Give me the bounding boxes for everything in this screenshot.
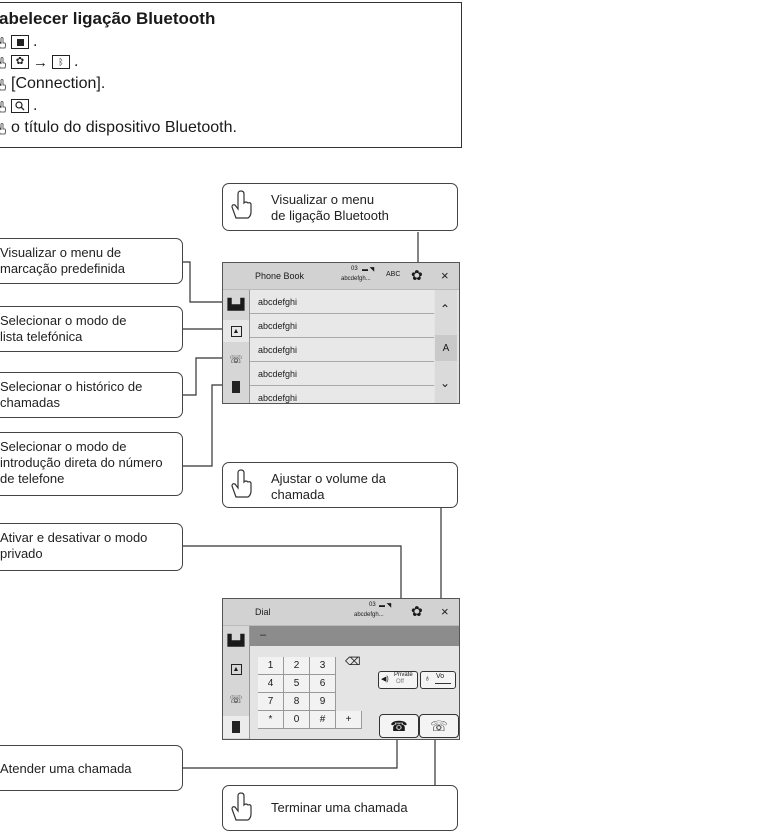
list-item[interactable]: abcdefghi <box>250 338 434 362</box>
bluetooth-icon: ᛒ <box>52 55 70 69</box>
key-4[interactable]: 4 <box>258 675 284 693</box>
number-display[interactable]: – <box>250 626 459 646</box>
status-indicator: 03 <box>351 266 358 272</box>
step-2: ✿ → ᛒ . <box>0 53 78 71</box>
close-button[interactable]: × <box>441 604 449 619</box>
callout-end-call: Terminar uma chamada <box>222 785 458 831</box>
phonebook-sidebar: ▙▟ ▲ ☏ <box>223 290 250 403</box>
private-label: Private <box>394 672 413 678</box>
call-history-icon[interactable]: ☏ <box>229 693 243 706</box>
battery-signal-icon: ▬ ◥ <box>379 603 392 609</box>
key-2[interactable]: 2 <box>284 657 310 675</box>
callout-answer: Atender uma chamada <box>0 745 183 791</box>
step-4: . <box>0 97 37 115</box>
gear-icon[interactable]: ✿ <box>411 603 423 619</box>
list-item[interactable]: abcdefghi <box>250 386 434 403</box>
gear-icon: ✿ <box>11 55 29 69</box>
screen-title: Dial <box>255 607 271 617</box>
dialpad-icon[interactable] <box>223 376 249 398</box>
chevron-up-icon[interactable]: ⌃ <box>440 302 451 316</box>
call-history-icon[interactable]: ☏ <box>229 353 243 366</box>
backspace-icon[interactable]: ⌫ <box>345 656 361 668</box>
hand-icon <box>231 469 252 498</box>
contacts-icon[interactable]: ▲ <box>223 658 249 680</box>
hand-icon <box>0 57 6 69</box>
phone-answer-icon: ☎ <box>390 717 408 734</box>
hand-icon <box>0 79 6 91</box>
private-mode-button[interactable]: ◀) Private Off <box>378 671 418 689</box>
dialpad-icon[interactable] <box>223 716 249 738</box>
status-indicator: 03 <box>369 602 376 608</box>
key-6[interactable]: 6 <box>310 675 336 693</box>
chevron-down-icon[interactable]: ⌄ <box>440 376 451 390</box>
hand-icon <box>231 190 252 219</box>
number-entry: – <box>260 629 267 641</box>
preset-dial-icon[interactable]: ▙▟ <box>227 634 245 647</box>
close-button[interactable]: × <box>441 268 449 283</box>
abc-button[interactable]: ABC <box>386 271 401 278</box>
scroll-panel: ⌃ A ⌄ <box>435 290 457 403</box>
private-state: Off <box>396 679 404 685</box>
end-call-button[interactable]: ☏ <box>419 714 459 738</box>
volume-button[interactable]: ♁ Vo <box>420 671 456 689</box>
stop-square-icon <box>11 35 29 49</box>
step-5: o título do dispositivo Bluetooth. <box>0 119 237 137</box>
key-3[interactable]: 3 <box>310 657 336 675</box>
callout-direct-entry: Selecionar o modo de introdução direta d… <box>0 432 183 496</box>
index-letter[interactable]: A <box>435 335 457 361</box>
step-1: . <box>0 33 37 51</box>
instruction-box: abelecer ligação Bluetooth . ✿ → ᛒ . [Co… <box>0 2 462 148</box>
phonebook-header: Phone Book 03 ▬ ◥ abcdefgh... ABC ✿ × <box>223 263 459 290</box>
dial-screen: Dial 03 ▬ ◥ abcdefgh... ✿ × ▙▟ ▲ ☏ – 1 2… <box>222 598 460 740</box>
step-3: [Connection]. <box>0 75 105 93</box>
callout-bt-menu: Visualizar o menu de ligação Bluetooth <box>222 183 458 231</box>
key-star[interactable]: * <box>258 711 284 729</box>
callout-volume: Ajustar o volume da chamada <box>222 462 458 508</box>
device-name: abcdefgh... <box>354 612 384 618</box>
key-7[interactable]: 7 <box>258 693 284 711</box>
screen-title: Phone Book <box>255 271 305 281</box>
battery-signal-icon: ▬ ◥ <box>362 267 375 273</box>
hand-icon <box>0 123 6 135</box>
key-8[interactable]: 8 <box>284 693 310 711</box>
callout-preset-dial: Visualizar o menu de marcação predefinid… <box>0 238 183 284</box>
phonebook-screen: Phone Book 03 ▬ ◥ abcdefgh... ABC ✿ × ▙▟… <box>222 262 460 404</box>
phone-hangup-icon: ☏ <box>430 717 448 734</box>
dial-header: Dial 03 ▬ ◥ abcdefgh... ✿ × <box>223 599 459 626</box>
key-9[interactable]: 9 <box>310 693 336 711</box>
answer-call-button[interactable]: ☎ <box>379 714 419 738</box>
search-icon <box>11 99 29 113</box>
key-0[interactable]: 0 <box>284 711 310 729</box>
callout-private: Ativar e desativar o modo privado <box>0 523 183 571</box>
key-5[interactable]: 5 <box>284 675 310 693</box>
list-item[interactable]: abcdefghi <box>250 314 434 338</box>
volume-bar <box>435 683 451 684</box>
key-plus[interactable]: + <box>336 711 362 729</box>
hand-icon <box>231 792 252 821</box>
callout-history: Selecionar o histórico de chamadas <box>0 372 183 418</box>
callout-phonebook: Selecionar o modo de lista telefónica <box>0 306 183 352</box>
list-item[interactable]: abcdefghi <box>250 290 434 314</box>
gear-icon[interactable]: ✿ <box>411 267 423 283</box>
hand-icon <box>0 37 6 49</box>
device-name: abcdefgh... <box>341 276 371 282</box>
preset-dial-icon[interactable]: ▙▟ <box>227 298 245 311</box>
instruction-title: abelecer ligação Bluetooth <box>0 9 216 28</box>
dial-sidebar: ▙▟ ▲ ☏ <box>223 626 250 739</box>
volume-label: Vo <box>436 673 445 680</box>
list-item[interactable]: abcdefghi <box>250 362 434 386</box>
contacts-icon[interactable]: ▲ <box>223 320 249 342</box>
key-1[interactable]: 1 <box>258 657 284 675</box>
microphone-icon: ♁ <box>424 673 431 683</box>
hand-icon <box>0 101 6 113</box>
key-hash[interactable]: # <box>310 711 336 729</box>
speaker-icon: ◀) <box>381 676 389 683</box>
